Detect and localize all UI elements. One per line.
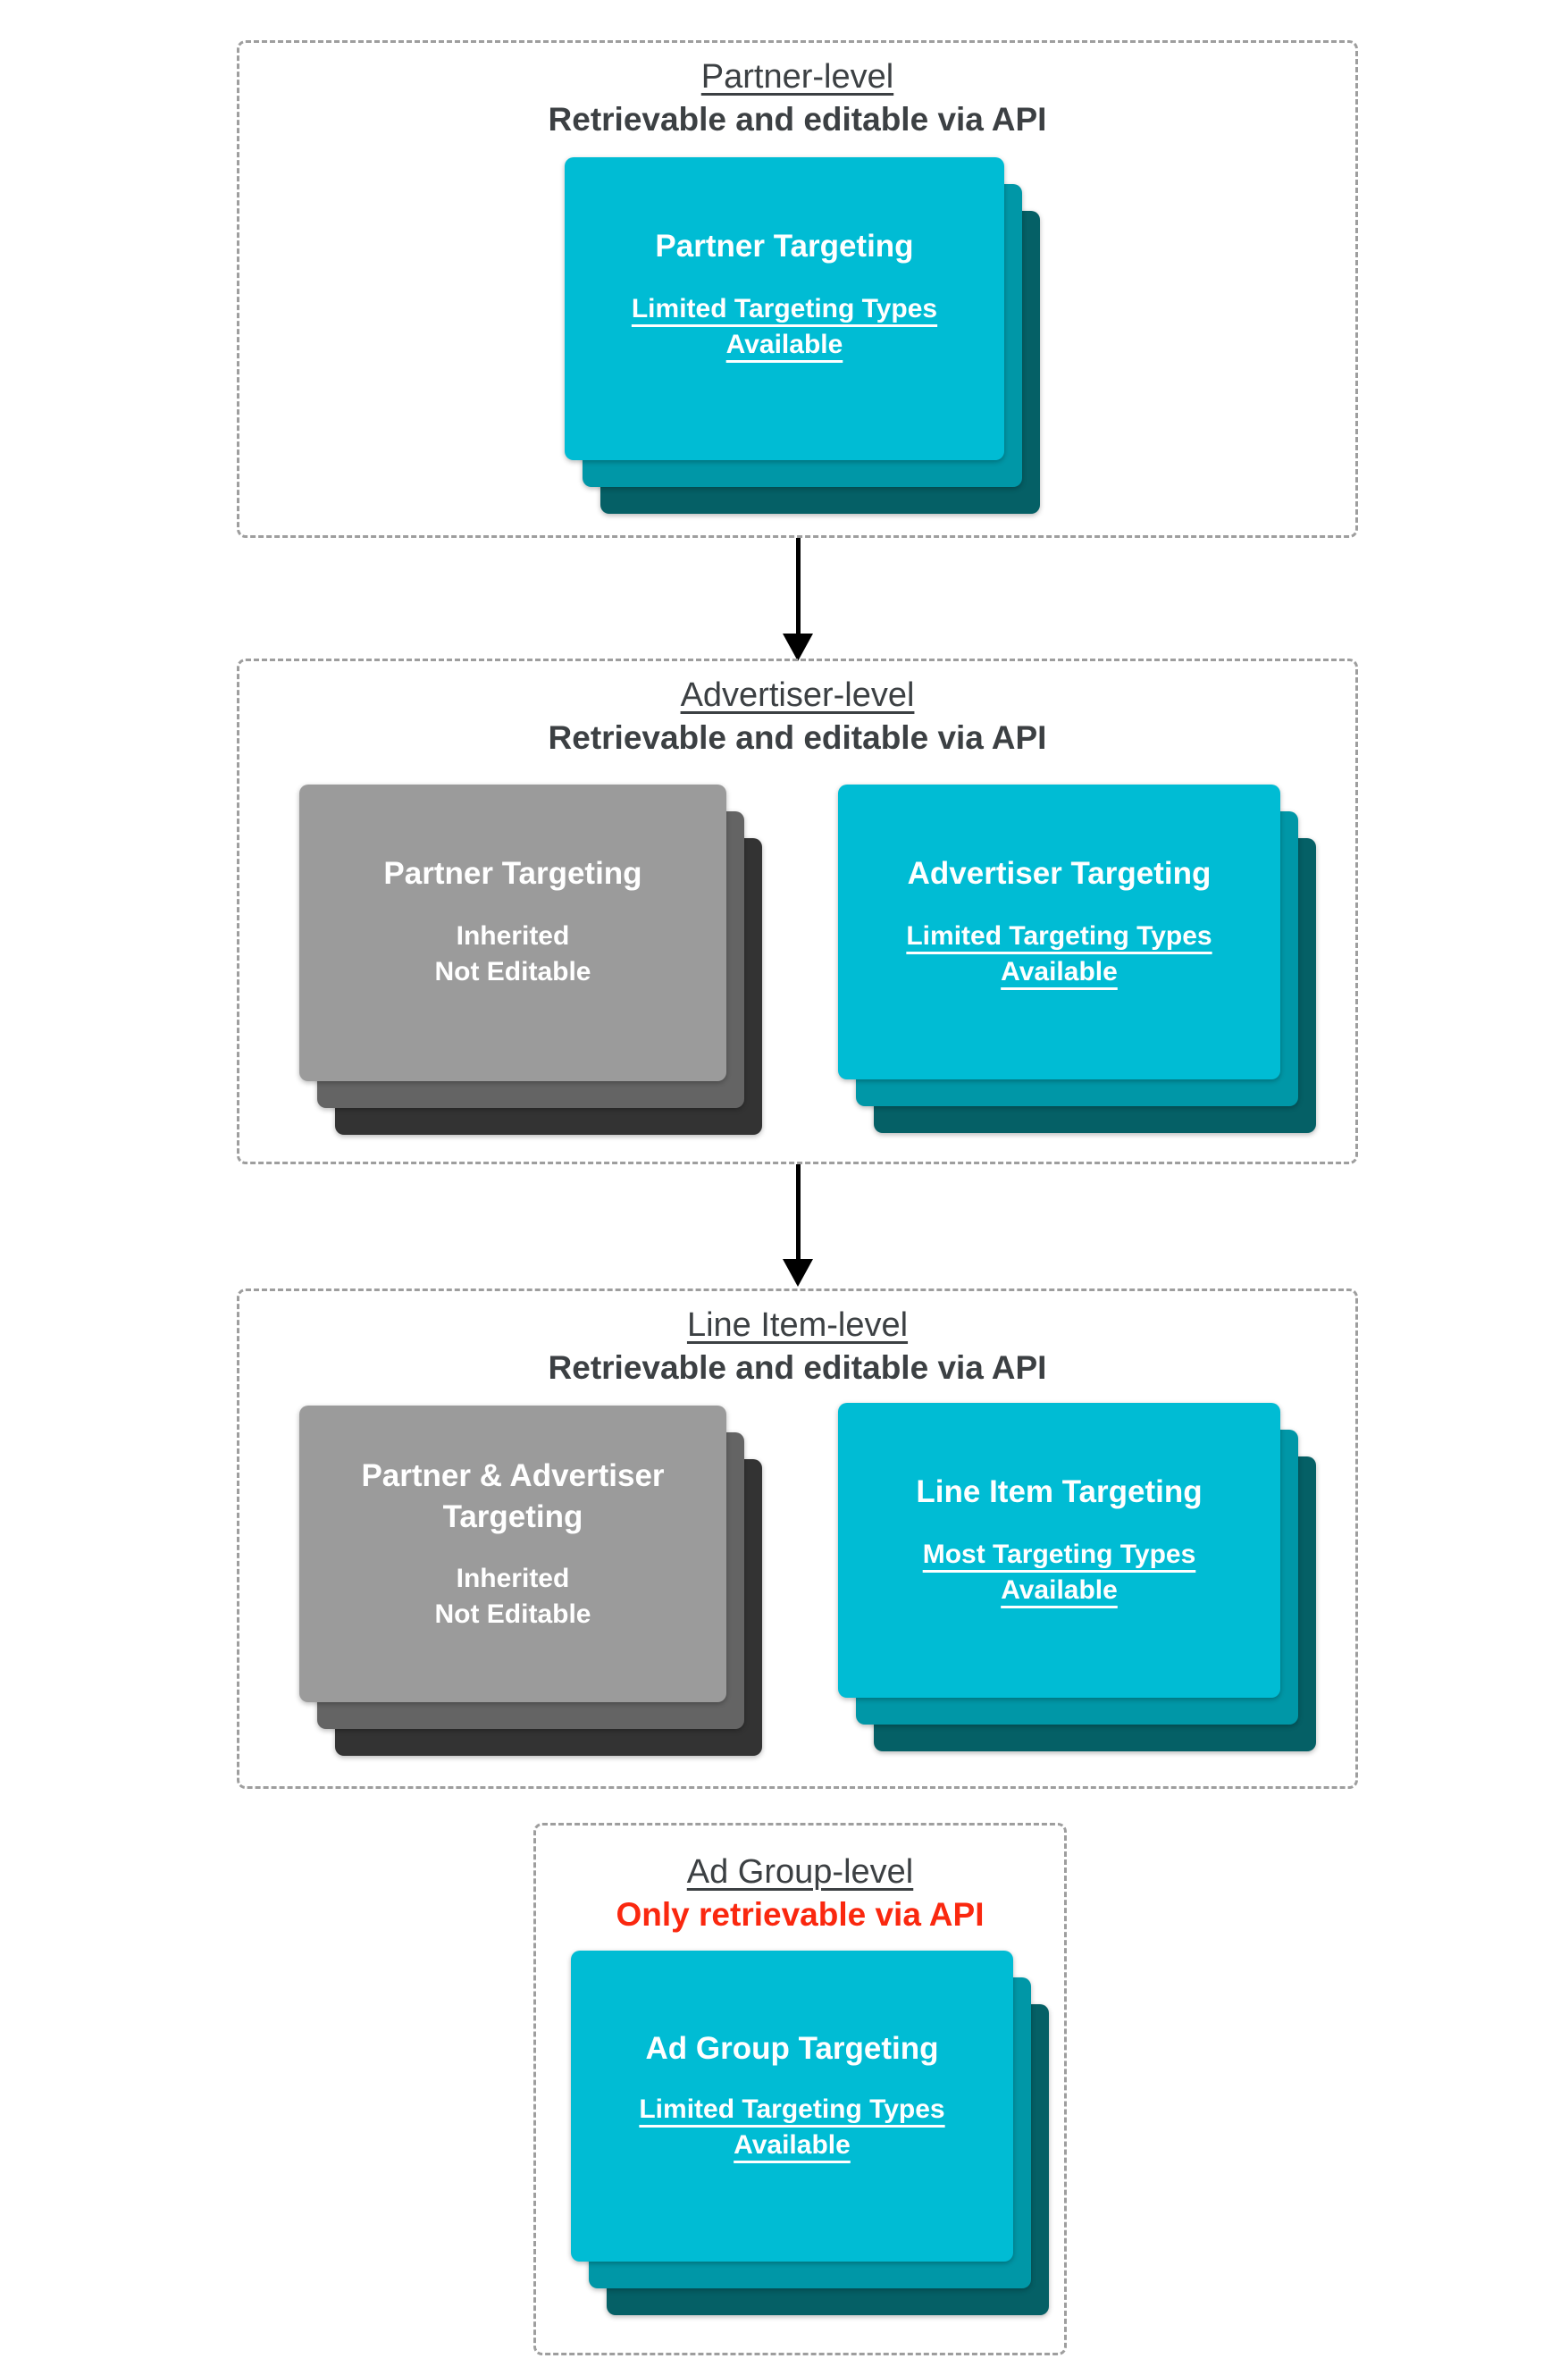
card-note-line: Limited Targeting Types: [639, 2094, 945, 2124]
card-note-line: Inherited: [456, 1564, 570, 1593]
card-title-line: Partner & Advertiser: [361, 1458, 665, 1493]
card-stack-ad-group-targeting: Ad Group Targeting Limited Targeting Typ…: [571, 1951, 1049, 2315]
card-note: Most Targeting Types Available: [923, 1537, 1196, 1608]
section-header: Line Item-level Retrievable and editable…: [239, 1291, 1355, 1389]
card-ad-group-targeting: Ad Group Targeting Limited Targeting Typ…: [571, 1951, 1013, 2262]
card-note: Limited Targeting Types Available: [639, 2092, 944, 2163]
section-ad-group-level: Ad Group-level Only retrievable via API …: [533, 1823, 1067, 2355]
card-note-line: Not Editable: [434, 1599, 591, 1629]
card-note-line: Limited Targeting Types: [631, 294, 938, 323]
section-partner-level: Partner-level Retrievable and editable v…: [237, 40, 1358, 538]
card-partner-advertiser-targeting-inherited: Partner & Advertiser Targeting Inherited…: [299, 1406, 726, 1702]
card-stack-inherited-partner-advertiser-targeting: Partner & Advertiser Targeting Inherited…: [299, 1406, 762, 1756]
flow-arrow-2: [783, 1164, 813, 1287]
card-partner-targeting-inherited: Partner Targeting Inherited Not Editable: [299, 785, 726, 1081]
card-note-line: Available: [1001, 957, 1118, 986]
flow-arrow-1: [783, 538, 813, 661]
section-line-item-level: Line Item-level Retrievable and editable…: [237, 1288, 1358, 1789]
arrow-head-icon: [783, 1259, 813, 1287]
card-advertiser-targeting: Advertiser Targeting Limited Targeting T…: [838, 785, 1280, 1079]
section-header: Partner-level Retrievable and editable v…: [239, 43, 1355, 140]
section-subtitle: Retrievable and editable via API: [548, 101, 1047, 138]
section-header: Ad Group-level Only retrievable via API: [536, 1826, 1064, 1935]
card-title: Ad Group Targeting: [645, 2031, 939, 2066]
card-title-line: Targeting: [442, 1499, 583, 1534]
card-note-line: Most Targeting Types: [922, 1540, 1196, 1569]
card-title: Advertiser Targeting: [907, 856, 1212, 891]
card-stack-advertiser-targeting: Advertiser Targeting Limited Targeting T…: [838, 785, 1316, 1133]
card-title: Partner Targeting: [655, 229, 914, 264]
section-title: Ad Group-level: [686, 1853, 914, 1891]
card-note-line: Available: [734, 2130, 851, 2160]
card-partner-targeting: Partner Targeting Limited Targeting Type…: [565, 157, 1004, 460]
section-subtitle-alert: Only retrievable via API: [616, 1896, 985, 1933]
card-note: Limited Targeting Types Available: [632, 291, 937, 363]
section-title: Line Item-level: [686, 1306, 909, 1344]
card-stack-partner-targeting: Partner Targeting Limited Targeting Type…: [565, 157, 1040, 514]
card-line-item-targeting: Line Item Targeting Most Targeting Types…: [838, 1403, 1280, 1698]
card-note-line: Available: [1001, 1575, 1118, 1605]
section-advertiser-level: Advertiser-level Retrievable and editabl…: [237, 659, 1358, 1164]
card-note-line: Available: [725, 330, 843, 359]
card-title: Partner Targeting: [383, 856, 642, 891]
card-note-line: Limited Targeting Types: [906, 921, 1212, 951]
card-note: Inherited Not Editable: [434, 1561, 591, 1633]
card-title: Partner & Advertiser Targeting: [361, 1456, 664, 1538]
section-subtitle: Retrievable and editable via API: [548, 719, 1047, 756]
card-note-line: Inherited: [456, 921, 570, 951]
card-note: Inherited Not Editable: [434, 919, 591, 990]
section-title: Partner-level: [700, 58, 894, 96]
card-note: Limited Targeting Types Available: [906, 919, 1212, 990]
arrow-head-icon: [783, 634, 813, 661]
arrow-shaft: [795, 538, 801, 634]
section-title: Advertiser-level: [680, 676, 915, 714]
card-stack-inherited-partner-targeting: Partner Targeting Inherited Not Editable: [299, 785, 762, 1135]
arrow-shaft: [795, 1164, 801, 1259]
card-stack-line-item-targeting: Line Item Targeting Most Targeting Types…: [838, 1403, 1316, 1751]
card-title: Line Item Targeting: [916, 1474, 1203, 1509]
card-note-line: Not Editable: [434, 957, 591, 986]
section-subtitle: Retrievable and editable via API: [548, 1349, 1047, 1386]
section-header: Advertiser-level Retrievable and editabl…: [239, 661, 1355, 759]
